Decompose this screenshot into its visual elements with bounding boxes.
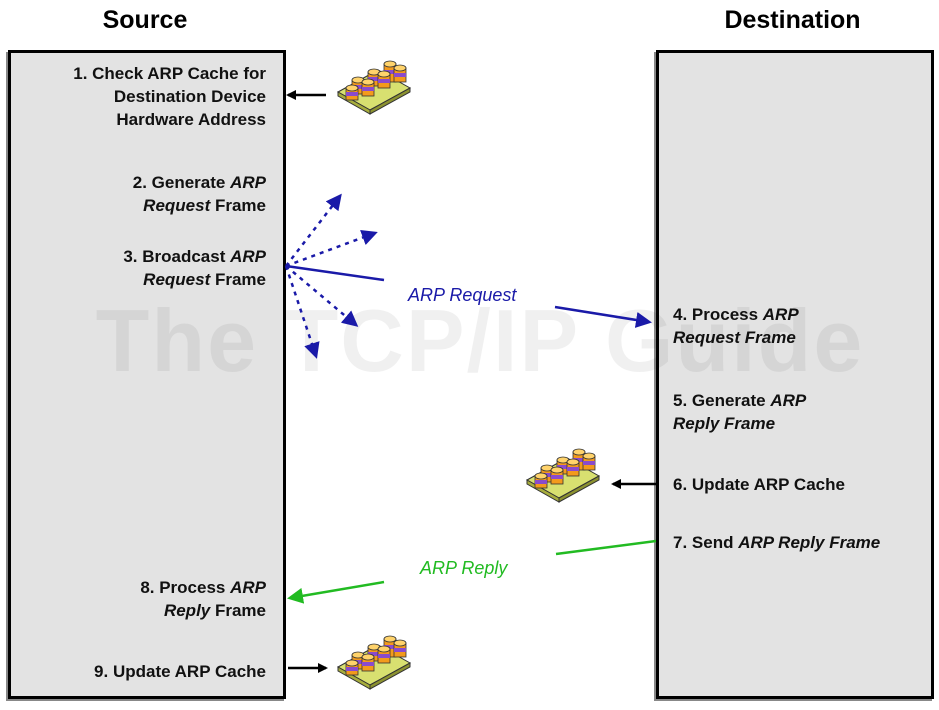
- broadcast-arrows: [284, 193, 378, 359]
- broadcast-arrow-3: [285, 265, 359, 327]
- step-7-prefix: 7. Send: [673, 533, 739, 552]
- step-5-italic-2: Reply Frame: [673, 414, 776, 433]
- step-3-prefix: 3. Broadcast: [123, 247, 231, 266]
- arp-reply-label: ARP Reply: [420, 558, 508, 578]
- arp-request-arrow-start: [285, 264, 385, 282]
- step-2-italic-1: ARP: [230, 173, 266, 192]
- step-3-italic-1: ARP: [230, 247, 266, 266]
- cache-icon: [526, 448, 600, 503]
- step-5-prefix: 5. Generate: [673, 391, 771, 410]
- broadcast-arrow-1: [285, 193, 342, 267]
- arp-reply-arrow-end: [287, 580, 385, 604]
- step-6: 6. Update ARP Cache: [673, 475, 845, 494]
- step-4-italic-2: Request Frame: [673, 328, 796, 347]
- arp-request-arrow-end: [554, 305, 652, 328]
- broadcast-arrow-4: [284, 265, 320, 359]
- step-2-italic-2: Request: [143, 196, 211, 215]
- step-8-prefix: 8. Process: [140, 578, 231, 597]
- cache-icon: [337, 635, 411, 690]
- step-5: 5. Generate ARP Reply Frame: [673, 389, 923, 435]
- arp-request-label: ARP Request: [408, 285, 517, 305]
- destination-panel: [656, 50, 934, 699]
- step-1-line-1: 1. Check ARP Cache for: [73, 64, 266, 83]
- step-2-suffix: Frame: [210, 196, 266, 215]
- source-panel: [8, 50, 286, 699]
- cache-icon: [337, 60, 411, 115]
- step-7-italic: ARP Reply Frame: [738, 533, 881, 552]
- step-2: 2. Generate ARP Request Frame: [20, 171, 266, 217]
- broadcast-arrow-2: [285, 230, 378, 268]
- step-7: 7. Send ARP Reply Frame: [673, 531, 935, 554]
- step-3-suffix: Frame: [210, 270, 266, 289]
- step-8-italic-2: Reply: [163, 601, 211, 620]
- source-header: Source: [102, 6, 188, 34]
- step-8: 8. Process ARP Reply Frame: [20, 576, 266, 622]
- step-3-italic-2: Request: [143, 270, 211, 289]
- step-2-prefix: 2. Generate: [132, 173, 231, 192]
- step-1: 1. Check ARP Cache for Destination Devic…: [20, 62, 266, 131]
- step-9: 9. Update ARP Cache: [94, 662, 266, 681]
- step-8-italic-1: ARP: [230, 578, 266, 597]
- step-4-prefix: 4. Process: [673, 305, 763, 324]
- watermark: The TCP/IP Guide: [95, 291, 865, 390]
- step-5-italic-1: ARP: [770, 391, 807, 410]
- step-1-line-3: Hardware Address: [116, 110, 266, 129]
- arp-reply-arrow-start: [555, 539, 657, 556]
- step-8-suffix: Frame: [210, 601, 266, 620]
- step-1-line-2: Destination Device: [113, 87, 266, 106]
- step-3: 3. Broadcast ARP Request Frame: [20, 245, 266, 291]
- step-4: 4. Process ARP Request Frame: [673, 303, 923, 349]
- step-4-italic-1: ARP: [762, 305, 799, 324]
- destination-header: Destination: [724, 6, 861, 34]
